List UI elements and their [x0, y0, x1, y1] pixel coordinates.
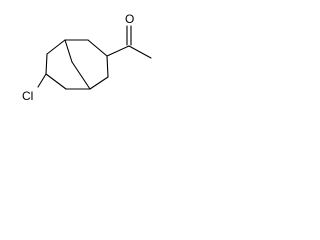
molecule-structure: Cl O: [22, 12, 152, 103]
bond-c7-c6: [106, 55, 109, 78]
bond-carbonyl-methyl: [128, 45, 152, 59]
oxygen-atom-label: O: [125, 12, 134, 26]
ring-bonds: [45, 39, 109, 90]
bond-c3-c4: [45, 73, 67, 90]
bond-c6-c5: [89, 76, 109, 90]
bond-c2-c3: [45, 53, 48, 75]
bond-c7-carbonyl: [106, 45, 130, 57]
bond-c1-c2: [46, 39, 66, 55]
bond-c3-cl: [37, 73, 47, 88]
acetyl-group: O: [106, 12, 152, 59]
bond-c8-c7: [87, 39, 108, 57]
chlorine-atom-label: Cl: [22, 89, 33, 103]
bond-c1-c9: [64, 39, 73, 63]
bond-c9-c5: [71, 61, 91, 90]
